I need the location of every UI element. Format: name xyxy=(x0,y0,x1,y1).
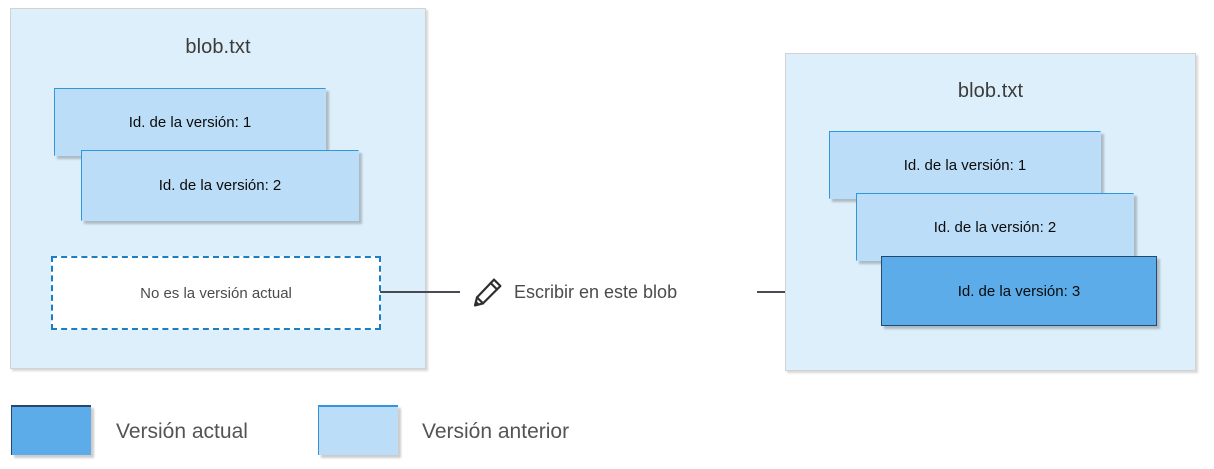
blob-panel-before: blob.txt Id. de la versión: 1 Id. de la … xyxy=(10,8,426,369)
not-current-version-label: No es la versión actual xyxy=(140,284,292,302)
version-card-1[interactable]: Id. de la versión: 1 xyxy=(54,88,326,156)
version-card-3-current[interactable]: Id. de la versión: 3 xyxy=(881,256,1157,326)
version-card-2-label: Id. de la versión: 2 xyxy=(158,177,282,194)
not-current-version-box: No es la versión actual xyxy=(51,256,381,330)
version-card-2-after[interactable]: Id. de la versión: 2 xyxy=(856,193,1134,261)
legend-label-current-version: Versión actual xyxy=(116,420,248,443)
version-card-2[interactable]: Id. de la versión: 2 xyxy=(81,150,359,221)
legend-swatch-current-version xyxy=(11,405,91,455)
connector-line-left xyxy=(380,291,460,293)
write-to-blob-label: Escribir en este blob xyxy=(514,282,678,302)
pencil-icon xyxy=(468,272,508,312)
version-card-1-after[interactable]: Id. de la versión: 1 xyxy=(829,131,1101,199)
version-card-2-after-label: Id. de la versión: 2 xyxy=(933,218,1057,236)
legend-swatch-previous-version xyxy=(318,405,398,455)
version-card-3-current-label: Id. de la versión: 3 xyxy=(957,282,1081,300)
version-card-1-after-label: Id. de la versión: 1 xyxy=(903,156,1027,174)
blob-panel-after-title: blob.txt xyxy=(957,80,1024,102)
blob-panel-after: blob.txt Id. de la versión: 1 Id. de la … xyxy=(785,53,1196,371)
version-card-1-label: Id. de la versión: 1 xyxy=(128,113,252,131)
legend-label-previous-version: Versión anterior xyxy=(422,420,570,443)
blob-panel-before-title: blob.txt xyxy=(185,36,251,58)
